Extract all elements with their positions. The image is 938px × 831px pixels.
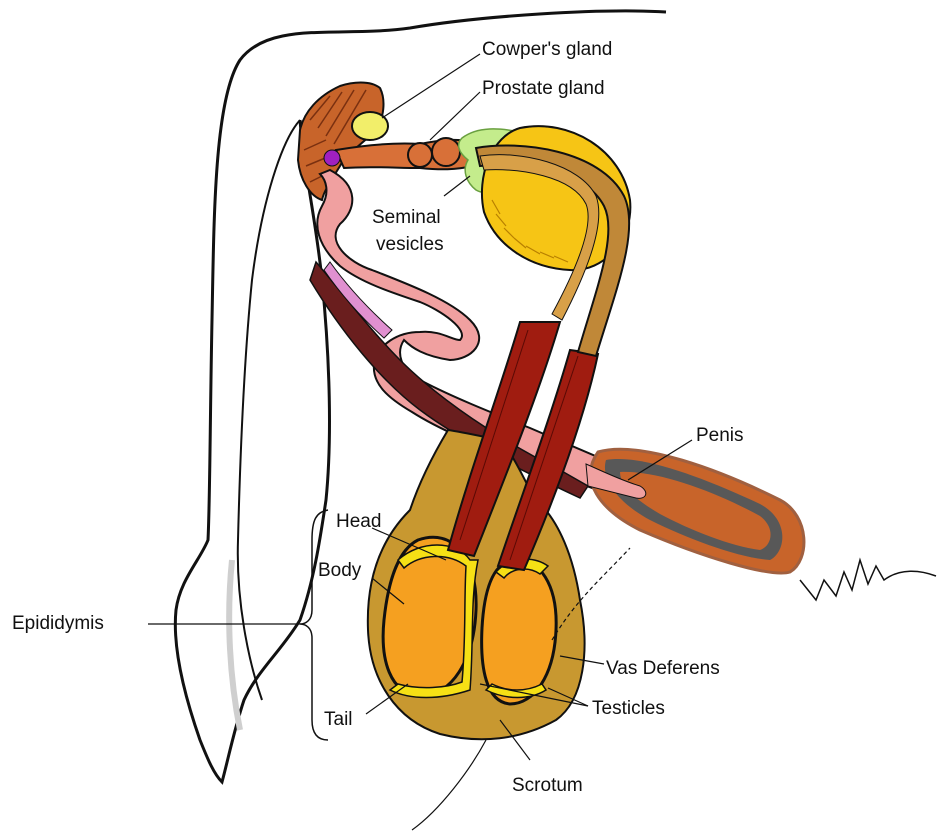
label-cowpers-gland: Cowper's gland	[482, 40, 612, 61]
label-penis: Penis	[696, 426, 744, 447]
thigh-outline	[238, 120, 300, 700]
label-scrotum: Scrotum	[512, 776, 583, 797]
label-seminal-vesicles-1: Seminal	[372, 208, 441, 229]
cowpers-gland-shape	[352, 112, 388, 140]
label-epididymis: Epididymis	[12, 614, 104, 635]
bulb	[324, 150, 340, 166]
label-seminal-vesicles-2: vesicles	[376, 235, 444, 256]
label-body: Body	[318, 561, 361, 582]
label-head: Head	[336, 512, 381, 533]
label-tail: Tail	[324, 710, 353, 731]
label-testicles: Testicles	[592, 699, 665, 720]
pubic-zigzag	[800, 560, 936, 600]
label-vas-deferens: Vas Deferens	[606, 659, 720, 680]
label-prostate-gland: Prostate gland	[482, 79, 605, 100]
epididymis-bracket	[300, 510, 328, 740]
